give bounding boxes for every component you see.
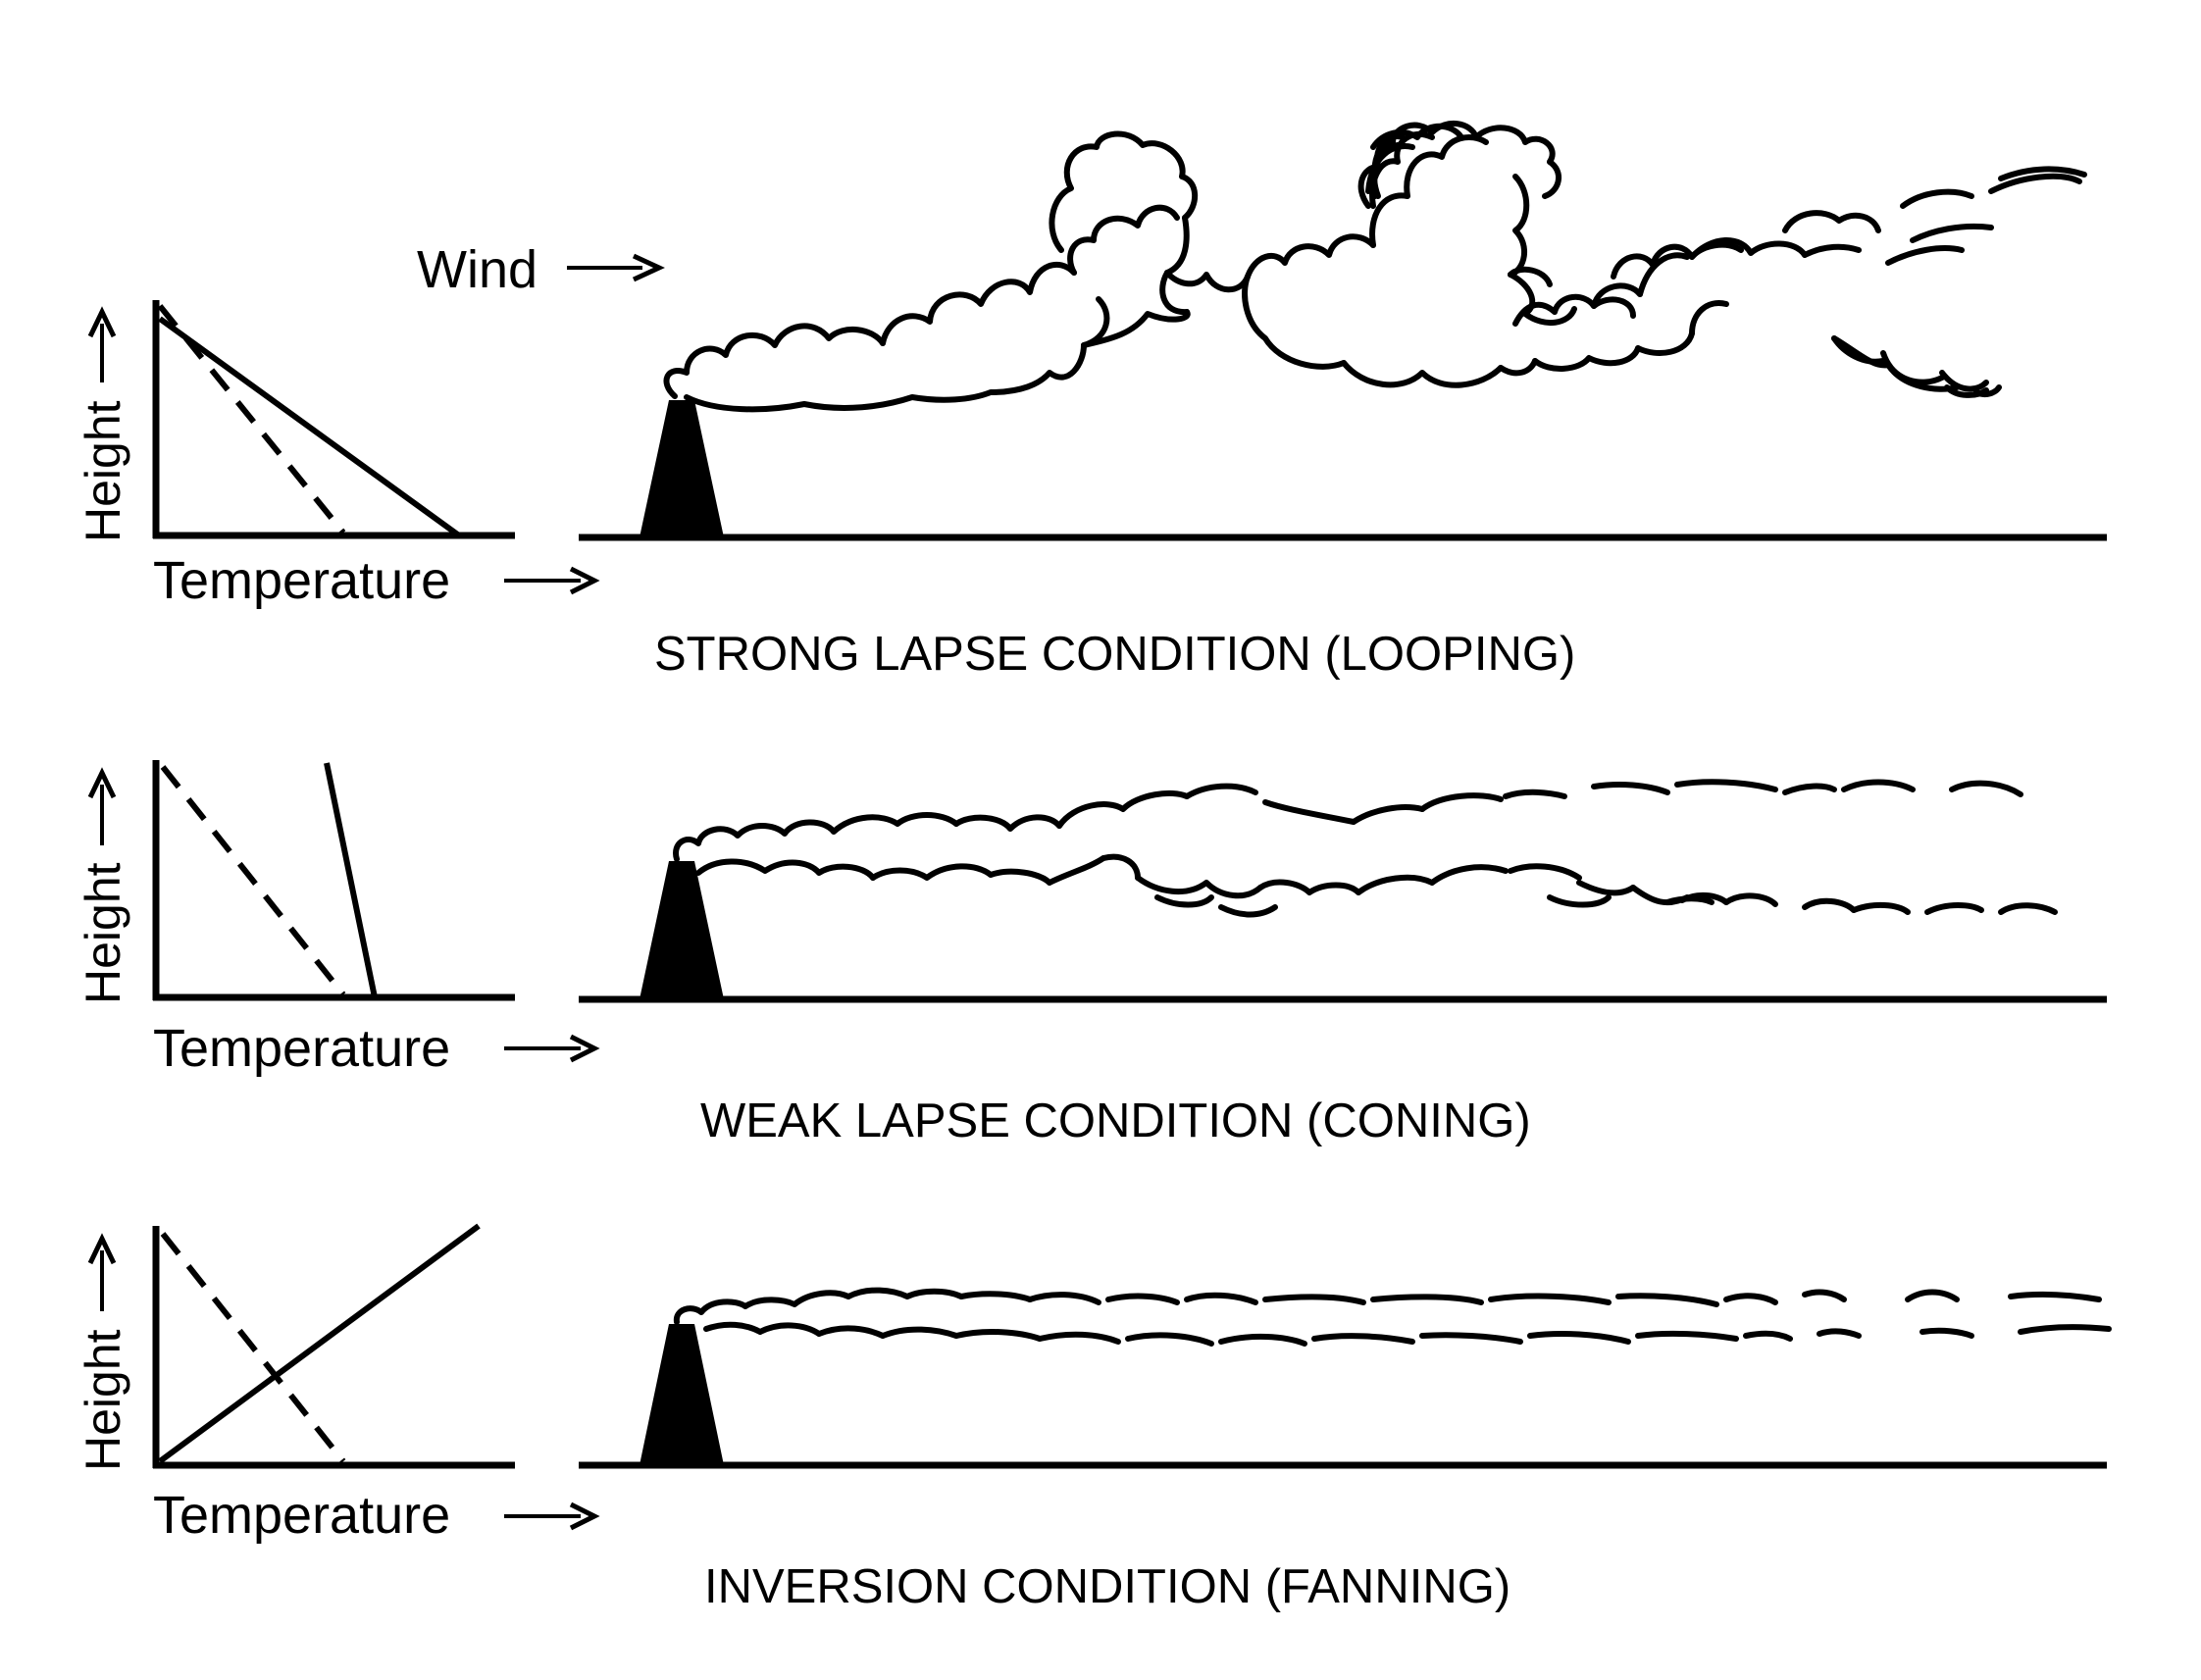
height-arrow-icon xyxy=(87,1233,117,1311)
x-axis-label: Temperature xyxy=(153,1019,450,1078)
temperature-arrow-icon xyxy=(504,1034,600,1063)
panel-fanning: Height Temperature xyxy=(76,1223,2112,1613)
wind-indicator: Wind xyxy=(417,240,665,299)
plume-scene xyxy=(579,1287,2112,1469)
panel-looping: Height Temperature xyxy=(76,121,2107,681)
plume-scene xyxy=(579,121,2107,541)
fanning-plume xyxy=(673,1287,2112,1347)
wind-arrow-icon xyxy=(567,253,665,282)
looping-plume xyxy=(663,121,2087,413)
dry-adiabatic-lapse-line xyxy=(160,765,346,996)
environmental-lapse-line xyxy=(158,316,461,538)
plume-scene xyxy=(579,779,2107,1003)
smokestack xyxy=(640,1324,724,1465)
height-arrow-icon xyxy=(87,767,117,845)
temperature-arrow-icon xyxy=(504,1502,600,1531)
wind-label: Wind xyxy=(417,240,537,299)
smokestack xyxy=(640,861,724,999)
height-arrow-icon xyxy=(87,306,117,382)
x-axis-label: Temperature xyxy=(153,551,450,610)
temperature-height-graph: Height Temperature xyxy=(76,300,600,610)
temperature-height-graph: Height Temperature xyxy=(76,760,600,1078)
x-axis-label: Temperature xyxy=(153,1486,450,1545)
y-axis-label: Height xyxy=(76,400,130,542)
smokestack xyxy=(640,400,724,537)
temperature-arrow-icon xyxy=(504,566,600,595)
y-axis-label: Height xyxy=(76,862,130,1004)
temperature-height-graph: Height Temperature xyxy=(76,1223,600,1545)
panel-coning: Height Temperature xyxy=(76,760,2107,1147)
environmental-lapse-line xyxy=(158,1223,481,1464)
coning-plume xyxy=(673,779,2058,918)
environmental-lapse-line xyxy=(324,762,378,998)
condition-caption: INVERSION CONDITION (FANNING) xyxy=(704,1560,1510,1613)
condition-caption: WEAK LAPSE CONDITION (CONING) xyxy=(700,1095,1531,1147)
y-axis-label: Height xyxy=(76,1329,130,1471)
dry-adiabatic-lapse-line xyxy=(160,1232,346,1463)
condition-caption: STRONG LAPSE CONDITION (LOOPING) xyxy=(654,628,1575,681)
